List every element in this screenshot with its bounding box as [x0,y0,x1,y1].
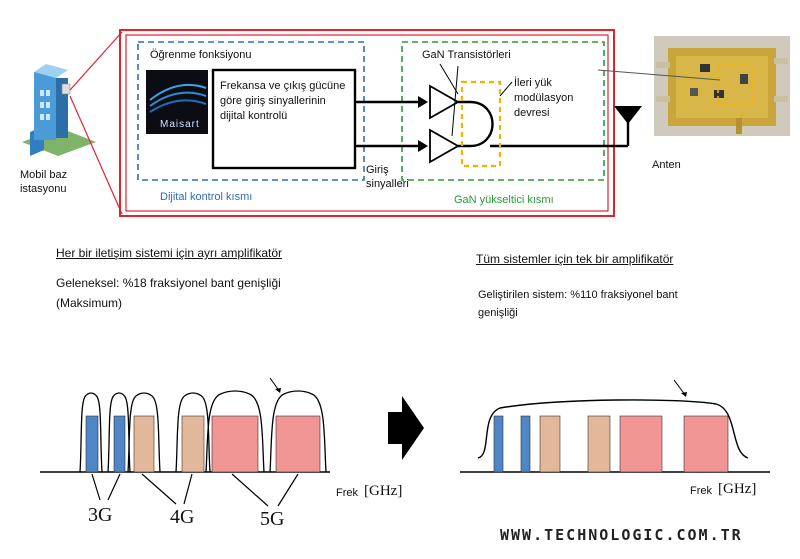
band-label-5g: 5G [260,508,285,530]
amplifier-board-photo [654,36,790,136]
base-station-label-1: Mobil baz [20,169,68,181]
gan-pointer-1 [439,63,459,95]
band-4g-a [133,415,155,473]
right-band-4g-a [539,415,561,473]
control-text-1: Frekansa ve çıkış gücüne [220,80,346,92]
load-mod-label-2: modülasyon [514,92,574,104]
antenna-icon [614,106,642,146]
learning-function-label: Öğrenme fonksiyonu [150,49,252,61]
transition-arrow [388,396,424,460]
right-wide-envelope [477,399,749,459]
left-amplifier-envelopes [79,390,327,473]
combiner-path [458,100,494,148]
base-station-icon [22,64,96,156]
left-band-chart [85,415,321,473]
load-mod-label-3: devresi [514,107,550,119]
left-line-2: (Maksimum) [56,296,122,310]
right-band-5g-b [683,415,729,473]
band-3g-a [85,415,99,473]
control-box [211,68,357,170]
band-label-3g: 3G [88,504,113,526]
gan-pointer-2 [451,65,459,137]
antenna-label: Anten [652,159,681,171]
amplifier-triangle-1 [429,84,460,120]
right-band-3g-b [520,415,531,473]
left-heading: Her bir iletişim sistemi için ayrı ampli… [56,246,283,260]
zoom-line-bottom [69,95,123,215]
zoom-line-top [69,31,123,91]
base-station-label-2: istasyonu [20,183,67,195]
envelope-5g-a [205,390,265,473]
gan-amp-section [401,41,605,181]
logo-text: Maisart [160,119,200,130]
amplifier-triangle-2 [429,128,460,164]
left-freq-label: Frek [336,487,358,499]
right-freq-unit: [GHz] [718,481,757,497]
left-line-1: Geleneksel: %18 fraksiyonel bant genişli… [56,276,281,290]
control-text-2: göre giriş sinyallerinin [220,95,326,107]
system-frame-outer [119,29,615,217]
band-5g-b [275,415,321,473]
right-band-4g-b [587,415,611,473]
right-heading: Tüm sistemler için tek bir amplifikatör [476,252,674,266]
digital-control-section [137,41,365,181]
right-line-1: Geliştirilen sistem: %110 fraksiyonel ba… [478,289,678,301]
load-modulation-circuit [460,80,502,168]
load-mod-label-1: İleri yük [514,77,552,89]
control-text-3: dijital kontrolü [220,110,288,122]
band-label-4g: 4G [170,506,195,528]
system-frame-inner [125,34,609,212]
right-band-chart [493,415,729,473]
envelope-4g-a [127,392,161,473]
band-3g-b [113,415,126,473]
right-freq-label: Frek [690,485,712,497]
maisart-logo [146,70,208,134]
gan-transistors-label: GaN Transistörleri [422,49,511,61]
band-4g-b [181,415,205,473]
right-band-3g-a [493,415,504,473]
watermark-text: WWW.TECHNOLOGIC.COM.TR [500,526,743,544]
input-signals-label-1: Giriş [366,164,389,176]
gan-amp-section-label: GaN yükseltici kısmı [454,194,554,206]
input-signals-label-2: sinyalleri [366,178,409,190]
envelope-3g-b [107,392,131,473]
right-line-2: genişliği [478,307,518,319]
envelope-5g-b [269,390,327,473]
band-5g-a [211,415,259,473]
band-label-connectors [91,473,299,507]
load-mod-pointer [499,81,513,97]
left-freq-unit: [GHz] [364,483,403,499]
envelope-3g-a [79,392,103,473]
photo-pointer [597,69,721,81]
right-band-5g-a [619,415,663,473]
digital-section-label: Dijital kontrol kısmı [160,191,253,203]
